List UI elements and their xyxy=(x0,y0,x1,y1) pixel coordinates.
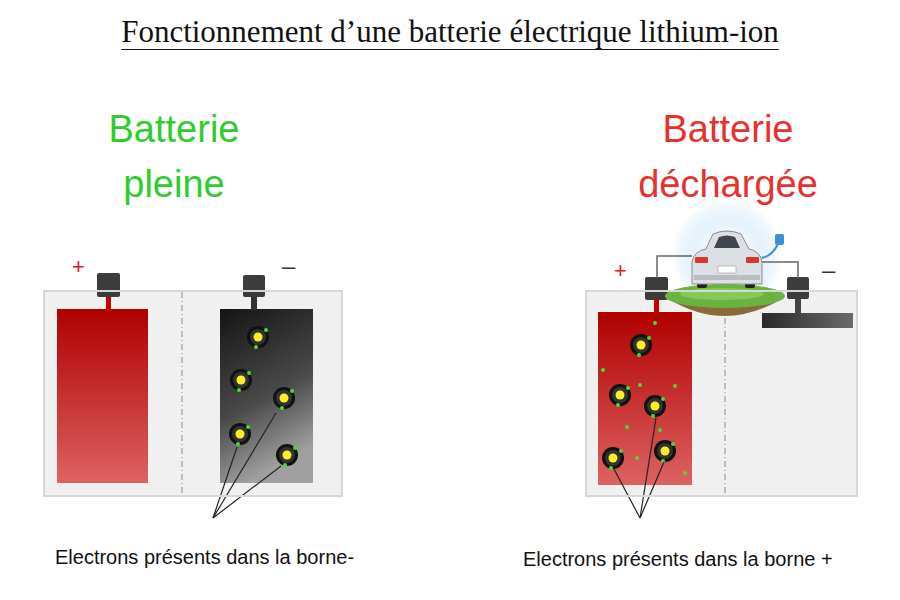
polarity-sign: + xyxy=(72,254,85,279)
battery-box: Batterie déchargée xyxy=(585,290,858,497)
battery-box: Batterie pleine xyxy=(43,290,343,497)
battery-housing xyxy=(43,290,343,497)
label-wrap: Electrons présents dans la borne- xyxy=(55,546,354,569)
negative-plate xyxy=(762,313,853,328)
electron xyxy=(276,444,298,467)
page-title: Fonctionnement d’une batterie électrique… xyxy=(121,14,779,49)
electron xyxy=(644,395,666,418)
separator xyxy=(182,292,183,495)
battery-housing xyxy=(585,290,858,497)
electron xyxy=(229,423,251,446)
title-wrap: Fonctionnement d’une batterie électrique… xyxy=(0,14,900,50)
separator xyxy=(725,292,726,495)
electron xyxy=(654,440,676,463)
polarity-sign: – xyxy=(822,256,835,283)
polarity-sign: + xyxy=(614,258,627,283)
leader-lines xyxy=(213,413,281,518)
label-wrap: – xyxy=(822,256,835,284)
terminal-stem xyxy=(654,299,659,313)
electron xyxy=(247,326,269,349)
terminal-stem xyxy=(795,298,801,314)
negative-terminal xyxy=(243,275,265,297)
caption-label: Electrons présents dans la borne + xyxy=(523,548,833,570)
electron xyxy=(630,334,652,357)
terminal-stem xyxy=(251,296,257,310)
label-wrap: – xyxy=(282,252,295,280)
label-wrap: + xyxy=(614,258,627,284)
electron xyxy=(230,369,252,392)
battery-heading: Batterie déchargée xyxy=(608,102,848,212)
positive-electrode xyxy=(598,312,692,485)
positive-electrode xyxy=(57,309,148,483)
electron xyxy=(273,387,295,410)
positive-terminal xyxy=(645,277,668,300)
label-wrap: Electrons présents dans la borne + xyxy=(523,548,833,571)
electron xyxy=(609,384,631,407)
terminal-stem xyxy=(106,296,111,310)
leader-lines xyxy=(614,418,664,518)
electron xyxy=(602,447,624,470)
car-illustration xyxy=(657,199,798,316)
positive-terminal xyxy=(97,273,120,297)
battery-heading: Batterie pleine xyxy=(54,102,294,212)
negative-terminal xyxy=(787,277,809,299)
label-wrap: + xyxy=(72,254,85,280)
polarity-sign: – xyxy=(282,252,295,279)
caption-label: Electrons présents dans la borne- xyxy=(55,546,354,568)
free-charges xyxy=(601,321,687,475)
